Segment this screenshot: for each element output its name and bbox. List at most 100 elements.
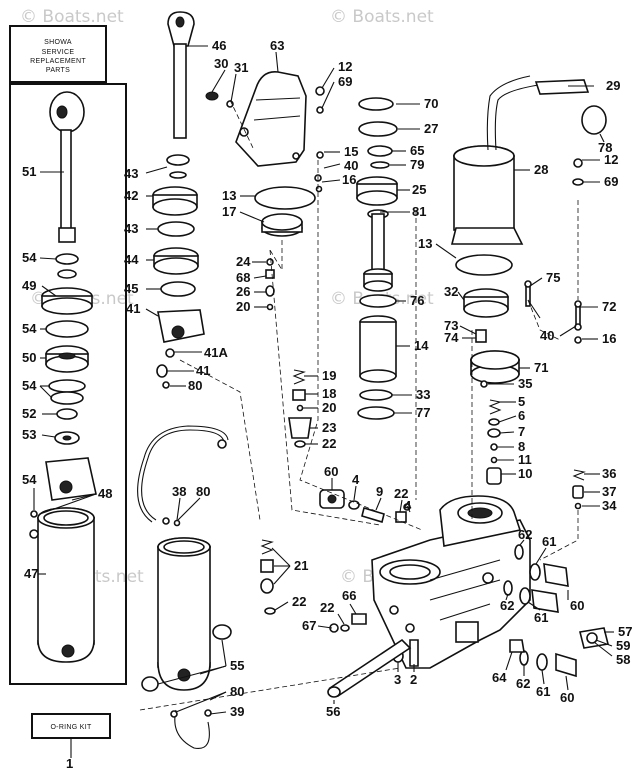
oring-kit-box xyxy=(31,713,111,739)
callout-46: 46 xyxy=(212,38,226,53)
callout-13: 13 xyxy=(418,236,432,251)
callout-34: 34 xyxy=(602,498,617,513)
callout-78: 78 xyxy=(598,140,612,155)
callout-71: 71 xyxy=(534,360,548,375)
callout-16: 16 xyxy=(602,331,616,346)
callout-53: 53 xyxy=(22,427,36,442)
callout-79: 79 xyxy=(410,157,424,172)
callout-62: 62 xyxy=(518,527,532,542)
callout-5: 5 xyxy=(518,394,525,409)
callout-54: 54 xyxy=(22,321,37,336)
callout-13: 13 xyxy=(222,188,236,203)
callout-41: 41 xyxy=(126,301,140,316)
callout-69: 69 xyxy=(604,174,618,189)
callout-60: 60 xyxy=(570,598,584,613)
callout-25: 25 xyxy=(412,182,426,197)
callout-22: 22 xyxy=(322,436,336,451)
callout-22: 22 xyxy=(320,600,334,615)
kit-line2: SERVICE xyxy=(42,49,75,56)
callout-41A: 41A xyxy=(204,345,228,360)
callout-36: 36 xyxy=(602,466,616,481)
callout-61: 61 xyxy=(536,684,550,699)
lower-cylinder xyxy=(141,537,232,750)
callout-37: 37 xyxy=(602,484,616,499)
callout-80: 80 xyxy=(230,684,244,699)
callout-12: 12 xyxy=(338,59,352,74)
watermark-top-right: © Boats.net xyxy=(330,7,434,27)
kit-line4: PARTS xyxy=(46,67,70,74)
callout-58: 58 xyxy=(616,652,630,667)
callout-75: 75 xyxy=(546,270,560,285)
manifold-body xyxy=(371,495,531,669)
callout-65: 65 xyxy=(410,143,424,158)
callout-31: 31 xyxy=(234,60,248,75)
callout-81: 81 xyxy=(412,204,426,219)
callout-61: 61 xyxy=(534,610,548,625)
callout-42: 42 xyxy=(124,188,138,203)
callout-14: 14 xyxy=(414,338,429,353)
callout-23: 23 xyxy=(322,420,336,435)
callout-2: 2 xyxy=(410,672,417,687)
callout-7: 7 xyxy=(518,424,525,439)
callout-3: 3 xyxy=(394,672,401,687)
callout-33: 33 xyxy=(416,387,430,402)
callout-68: 68 xyxy=(236,270,250,285)
callout-41: 41 xyxy=(196,363,210,378)
callout-18: 18 xyxy=(322,386,336,401)
callout-43: 43 xyxy=(124,221,138,236)
reservoir-cover xyxy=(205,71,307,167)
callout-numbers: 46 63 30 31 12 69 29 70 27 78 51 15 65 4… xyxy=(22,38,632,770)
callout-69: 69 xyxy=(338,74,352,89)
callout-20: 20 xyxy=(322,400,336,415)
tilt-rod-assembly xyxy=(29,91,97,663)
callout-27: 27 xyxy=(424,121,438,136)
callout-12: 12 xyxy=(604,152,618,167)
callout-55: 55 xyxy=(230,658,244,673)
callout-51: 51 xyxy=(22,164,36,179)
callout-4: 4 xyxy=(404,498,412,513)
callout-39: 39 xyxy=(230,704,244,719)
callout-62: 62 xyxy=(500,598,514,613)
oring-kit-label: O-RING KIT xyxy=(50,724,92,731)
callout-72: 72 xyxy=(602,299,616,314)
callout-40: 40 xyxy=(344,158,358,173)
watermark-top-left: © Boats.net xyxy=(20,7,124,27)
callout-56: 56 xyxy=(326,704,340,719)
motor-assembly xyxy=(450,75,607,276)
callout-76: 76 xyxy=(410,293,424,308)
callout-43: 43 xyxy=(124,166,138,181)
callout-6: 6 xyxy=(518,408,525,423)
callout-8: 8 xyxy=(518,439,525,454)
callout-19: 19 xyxy=(322,368,336,383)
callout-45: 45 xyxy=(124,281,138,296)
callout-17: 17 xyxy=(222,204,236,219)
kit-line3: REPLACEMENT xyxy=(30,58,86,65)
callout-66: 66 xyxy=(342,588,356,603)
callout-54: 54 xyxy=(22,472,37,487)
callout-54: 54 xyxy=(22,250,37,265)
callout-74: 74 xyxy=(444,330,459,345)
callout-44: 44 xyxy=(124,252,139,267)
callout-16: 16 xyxy=(342,172,356,187)
callout-50: 50 xyxy=(22,350,36,365)
callout-40: 40 xyxy=(540,328,554,343)
callout-29: 29 xyxy=(606,78,620,93)
callout-67: 67 xyxy=(302,618,316,633)
callout-4: 4 xyxy=(352,472,360,487)
kit-line1: SHOWA xyxy=(44,39,72,46)
callout-62: 62 xyxy=(516,676,530,691)
callout-60: 60 xyxy=(560,690,574,705)
callout-48: 48 xyxy=(98,486,112,501)
callout-70: 70 xyxy=(424,96,438,111)
callout-64: 64 xyxy=(492,670,507,685)
callout-26: 26 xyxy=(236,284,250,299)
callout-73: 73 xyxy=(444,318,458,333)
callout-1: 1 xyxy=(66,756,73,770)
callout-35: 35 xyxy=(518,376,532,391)
callout-21: 21 xyxy=(294,558,308,573)
callout-80: 80 xyxy=(188,378,202,393)
callout-63: 63 xyxy=(270,38,284,53)
callout-32: 32 xyxy=(444,284,458,299)
callout-24: 24 xyxy=(236,254,251,269)
